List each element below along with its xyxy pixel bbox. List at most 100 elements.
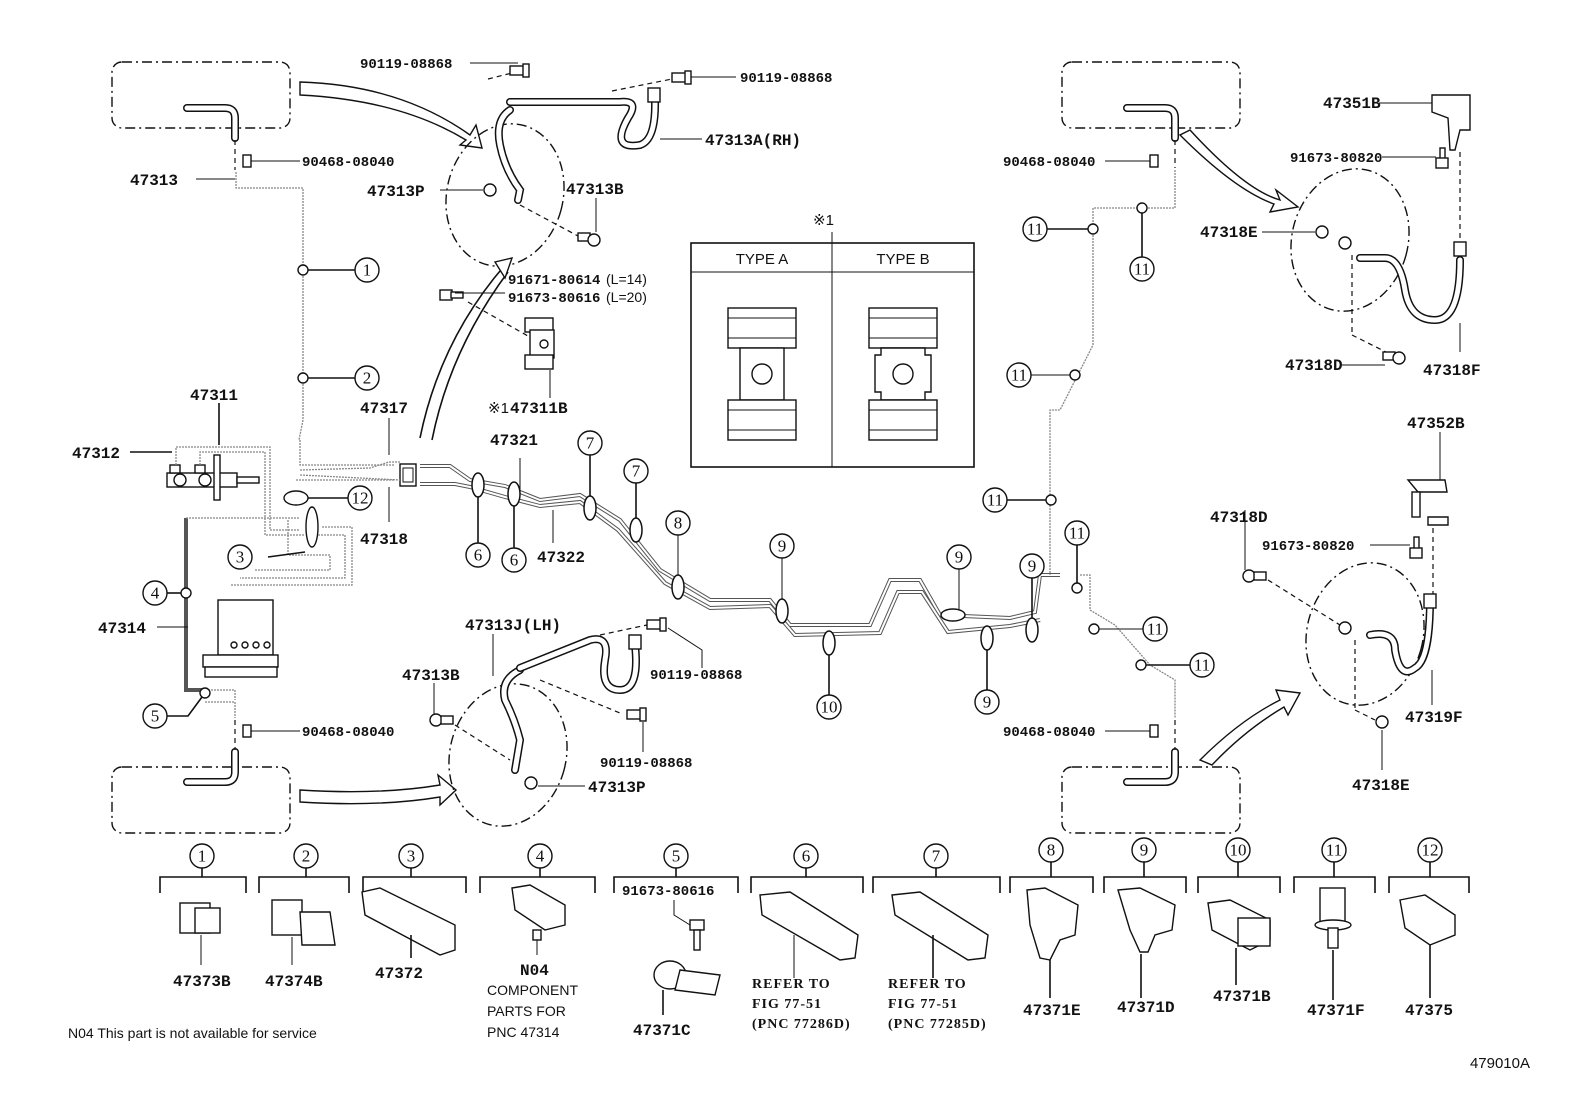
- clip-90468-icon: [1149, 154, 1159, 168]
- legend-part-47371E[interactable]: 47371E: [1023, 1002, 1081, 1020]
- label-47312[interactable]: 47312: [72, 445, 120, 463]
- lh-brake-detail-outline: [448, 683, 568, 827]
- label-47311B[interactable]: 47311B: [510, 400, 568, 418]
- label-47311[interactable]: 47311: [190, 387, 238, 405]
- callout-9b[interactable]: 9: [955, 548, 964, 567]
- legend-part-47375[interactable]: 47375: [1405, 1002, 1453, 1020]
- label-47318E-bottom[interactable]: 47318E: [1352, 777, 1410, 795]
- label-47319F[interactable]: 47319F: [1405, 709, 1463, 727]
- label-90468-08040-tr[interactable]: 90468-08040: [1003, 155, 1095, 171]
- clip-47372-icon: [361, 887, 456, 956]
- label-90119-08868-tl[interactable]: 90119-08868: [360, 57, 452, 73]
- callout-4[interactable]: 4: [151, 584, 160, 603]
- callout-1[interactable]: 1: [363, 261, 372, 280]
- label-91673-80820-bottom[interactable]: 91673-80820: [1262, 539, 1354, 555]
- label-91671-80614[interactable]: 91671-80614: [508, 273, 600, 289]
- bracket-47352B-icon: [1406, 479, 1449, 526]
- pipe-end-tr: [1123, 104, 1179, 142]
- callout-11f[interactable]: 11: [1147, 620, 1163, 639]
- label-90468-08040-tl[interactable]: 90468-08040: [302, 155, 394, 171]
- rear-left-detail-outline: [1305, 562, 1425, 706]
- label-90119-08868-tr[interactable]: 90119-08868: [740, 71, 832, 87]
- label-47352B[interactable]: 47352B: [1407, 415, 1465, 433]
- label-47322[interactable]: 47322: [537, 549, 585, 567]
- bolt-91673-80820-icon: [1435, 147, 1449, 169]
- rear-right-detail-outline: [1290, 168, 1410, 312]
- legend-refer-6-line3[interactable]: (PNC 77286D): [752, 1017, 851, 1032]
- label-90468-08040-bl[interactable]: 90468-08040: [302, 725, 394, 741]
- legend-refer-7-line1: REFER TO: [888, 977, 967, 992]
- callout-9d[interactable]: 9: [1028, 557, 1037, 576]
- callout-6b[interactable]: 6: [510, 551, 519, 570]
- clip-47375-icon: [1399, 894, 1456, 946]
- label-47313J-LH[interactable]: 47313J(LH): [465, 617, 561, 635]
- clip-47371B-icon: [1207, 899, 1271, 951]
- callout-2[interactable]: 2: [363, 369, 372, 388]
- legend-part-47371C[interactable]: 47371C: [633, 1022, 691, 1040]
- callout-7b[interactable]: 7: [632, 462, 641, 481]
- label-47318F[interactable]: 47318F: [1423, 362, 1481, 380]
- label-47318D-bottom[interactable]: 47318D: [1210, 509, 1268, 527]
- callout-8[interactable]: 8: [674, 514, 683, 533]
- legend-num-8: 8: [1047, 841, 1056, 860]
- callout-9c[interactable]: 9: [983, 693, 992, 712]
- label-47313A-RH[interactable]: 47313A(RH): [705, 132, 801, 150]
- label-47321[interactable]: 47321: [490, 432, 538, 450]
- legend-part-47371F[interactable]: 47371F: [1307, 1002, 1365, 1020]
- label-47313B-top[interactable]: 47313B: [566, 181, 624, 199]
- clip-90468-icon: [242, 154, 252, 168]
- label-47313[interactable]: 47313: [130, 172, 178, 190]
- bolt-47313B-icon: [429, 713, 454, 727]
- callout-6a[interactable]: 6: [474, 546, 483, 565]
- bolt-47313B-icon: [577, 232, 601, 247]
- label-47318E-top[interactable]: 47318E: [1200, 224, 1258, 242]
- label-90468-08040-br[interactable]: 90468-08040: [1003, 725, 1095, 741]
- label-47313B-bottom[interactable]: 47313B: [402, 667, 460, 685]
- callouts: 1 2 12 3 4 5 6 6 7 7 8 9 10 9 9 9 11 11 …: [142, 202, 1215, 729]
- label-47318[interactable]: 47318: [360, 531, 408, 549]
- callout-11b[interactable]: 11: [1134, 260, 1150, 279]
- label-90119-08868-bottom-a[interactable]: 90119-08868: [650, 668, 742, 684]
- legend-part-47371D[interactable]: 47371D: [1117, 999, 1175, 1017]
- legend-refer-7-line3[interactable]: (PNC 77285D): [888, 1017, 987, 1032]
- callout-11e[interactable]: 11: [1069, 524, 1085, 543]
- abs-actuator-icon: [202, 599, 279, 678]
- label-91673-80820-top[interactable]: 91673-80820: [1290, 151, 1382, 167]
- label-47313P-bottom[interactable]: 47313P: [588, 779, 646, 797]
- arrow-to-lh-detail: [299, 773, 458, 807]
- clip-3-icon: [305, 506, 319, 548]
- legend-part-N04[interactable]: N04: [520, 962, 549, 980]
- label-47314[interactable]: 47314: [98, 620, 146, 638]
- label-47318D-top[interactable]: 47318D: [1285, 357, 1343, 375]
- legend-num-10: 10: [1230, 841, 1247, 860]
- type-a-label: TYPE A: [736, 251, 789, 268]
- callout-11g[interactable]: 11: [1194, 656, 1210, 675]
- master-cylinder-icon: [166, 454, 260, 501]
- callout-11c[interactable]: 11: [1011, 366, 1027, 385]
- legend-bolt-91673-80616[interactable]: 91673-80616: [622, 884, 714, 900]
- callout-9a[interactable]: 9: [778, 537, 787, 556]
- legend-part-47371B[interactable]: 47371B: [1213, 988, 1271, 1006]
- callout-5[interactable]: 5: [151, 707, 160, 726]
- legend-part-47373B[interactable]: 47373B: [173, 973, 231, 991]
- legend-num-12: 12: [1422, 841, 1439, 860]
- clip-47313P-icon: [483, 183, 497, 197]
- callout-10[interactable]: 10: [821, 698, 838, 717]
- clip-47374B-icon: [271, 899, 336, 946]
- callout-7a[interactable]: 7: [586, 434, 595, 453]
- label-91673-80616-top[interactable]: 91673-80616: [508, 291, 600, 307]
- callout-12[interactable]: 12: [352, 489, 369, 508]
- legend-part-47372[interactable]: 47372: [375, 965, 423, 983]
- label-47317[interactable]: 47317: [360, 400, 408, 418]
- callout-11d[interactable]: 11: [987, 491, 1003, 510]
- clip-90468-icon: [242, 724, 252, 738]
- legend-part-47374B[interactable]: 47374B: [265, 973, 323, 991]
- callout-3[interactable]: 3: [236, 548, 245, 567]
- label-47351B[interactable]: 47351B: [1323, 95, 1381, 113]
- label-90119-08868-bottom-b[interactable]: 90119-08868: [600, 756, 692, 772]
- junction-type-a-icon: [727, 307, 797, 441]
- label-47313P-top[interactable]: 47313P: [367, 183, 425, 201]
- clip-90468-icon: [1149, 724, 1159, 738]
- junction-type-b-icon: [868, 307, 938, 441]
- callout-11a[interactable]: 11: [1027, 220, 1043, 239]
